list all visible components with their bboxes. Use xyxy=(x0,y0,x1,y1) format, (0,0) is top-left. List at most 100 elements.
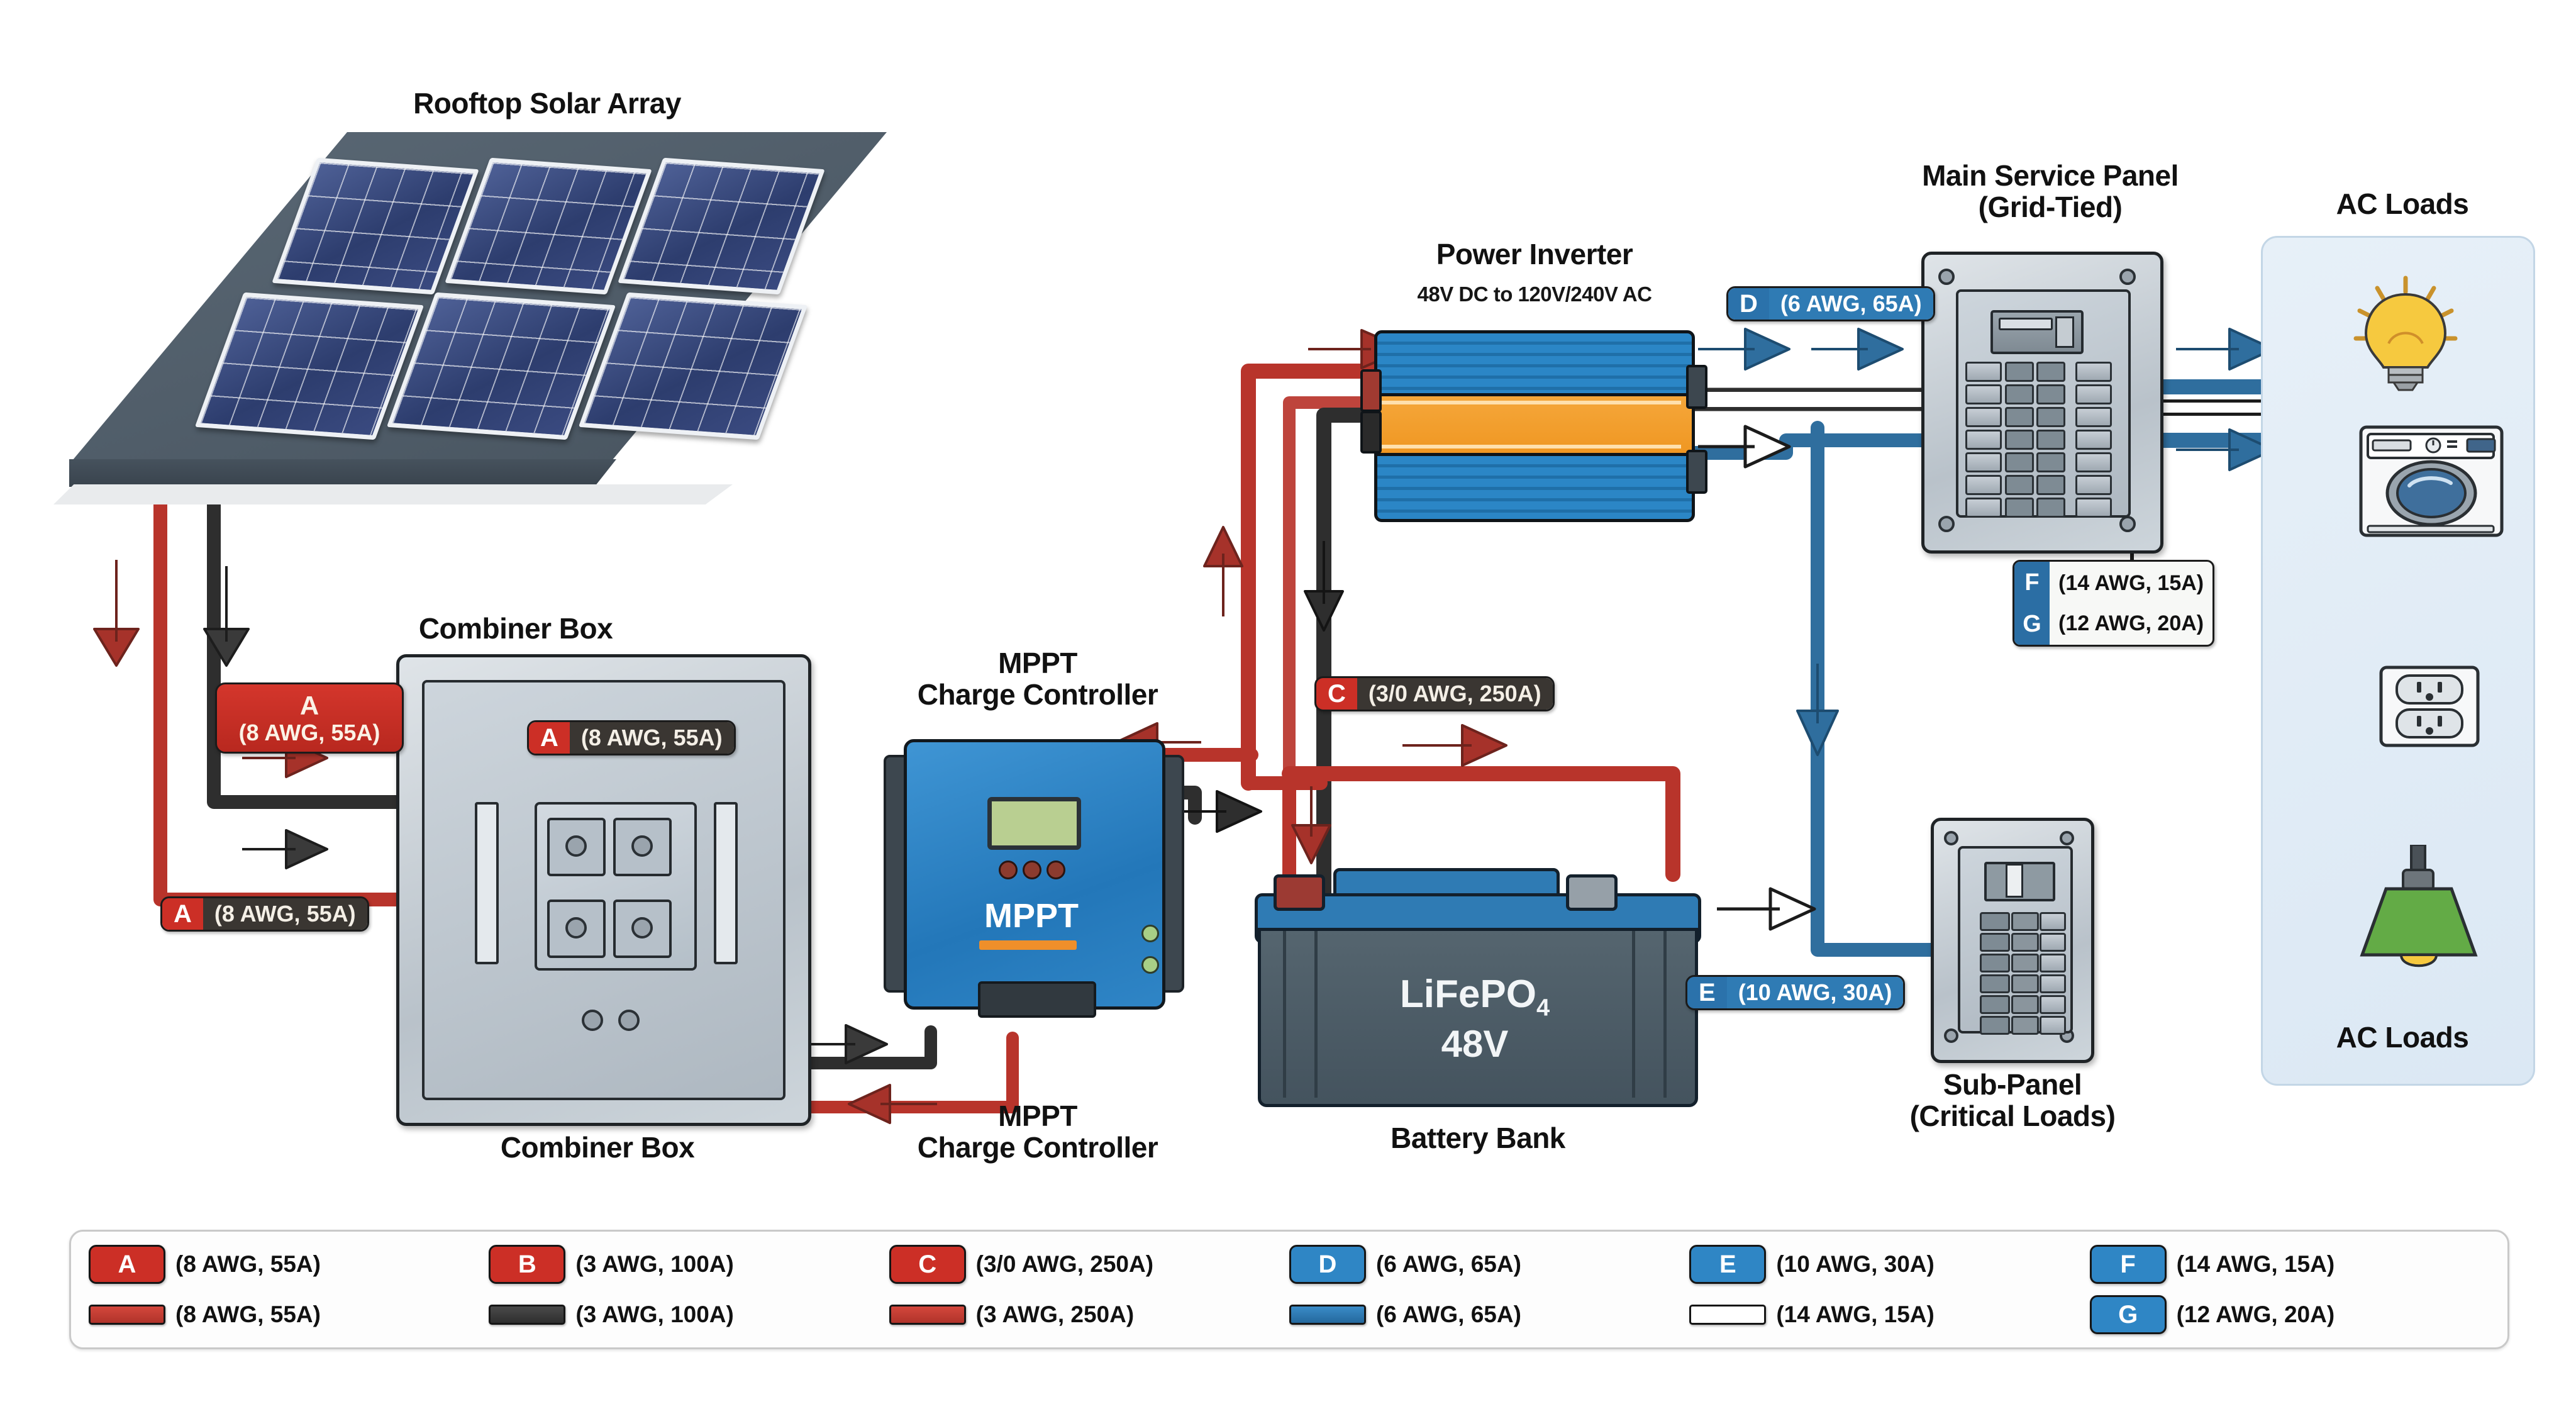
breaker-column xyxy=(1980,912,2010,1035)
battery-rib xyxy=(1632,931,1635,1098)
legend-row: A (8 AWG, 55A) xyxy=(89,1245,489,1284)
electrical-outlet-icon xyxy=(2379,666,2480,747)
sub-panel[interactable] xyxy=(1931,818,2094,1063)
battery-rib xyxy=(1314,931,1318,1098)
inverter-ac-output-port xyxy=(1686,365,1707,409)
legend-badge-c-text: (3/0 AWG, 250A) xyxy=(975,1251,1154,1277)
legend-swatch-d xyxy=(1289,1305,1366,1325)
callout-e-subpanel: E (10 AWG, 30A) xyxy=(1685,975,1906,1010)
callout-d-key: D xyxy=(1728,288,1769,320)
combiner-lug xyxy=(565,917,587,939)
mppt-status-led xyxy=(1141,925,1159,942)
legend-row: F (14 AWG, 15A) xyxy=(2089,1245,2490,1284)
main-breaker-toggle[interactable] xyxy=(1999,318,2053,330)
mppt-charge-controller[interactable]: MPPT xyxy=(884,739,1184,1018)
breaker-column xyxy=(2036,362,2065,518)
legend-row: (8 AWG, 55A) xyxy=(89,1296,489,1333)
mppt-led-indicator xyxy=(999,861,1018,879)
legend: A (8 AWG, 55A) (8 AWG, 55A) B (3 AWG, 10… xyxy=(69,1230,2509,1349)
solar-array xyxy=(53,132,887,510)
legend-column-e: E (10 AWG, 30A) (14 AWG, 15A) xyxy=(1689,1245,2089,1333)
battery-chemistry-label: LiFePO4 xyxy=(1255,972,1695,1022)
legend-badge-a: A xyxy=(89,1245,165,1284)
battery-bank-title: Battery Bank xyxy=(1391,1122,1565,1154)
legend-row: C (3/0 AWG, 250A) xyxy=(889,1245,1289,1284)
combiner-din-rail xyxy=(475,802,499,964)
inverter-dc-input-positive xyxy=(1360,369,1382,412)
legend-swatch-e xyxy=(1689,1305,1767,1325)
legend-swatch-a xyxy=(89,1305,165,1325)
battery-chem-subscript: 4 xyxy=(1536,994,1550,1022)
battery-voltage-label: 48V xyxy=(1441,1023,1509,1065)
light-bulb-icon xyxy=(2351,276,2461,392)
callout-a-big: A (8 AWG, 55A) xyxy=(215,682,404,754)
callout-c-value: (3/0 AWG, 250A) xyxy=(1357,678,1553,710)
callout-a-big-key: A xyxy=(299,691,319,720)
mppt-led-indicator xyxy=(1046,861,1065,879)
roof-edge xyxy=(69,459,616,487)
ac-loads-group xyxy=(2261,236,2535,1086)
callout-e-key: E xyxy=(1687,977,1727,1008)
legend-swatch-a-text: (8 AWG, 55A) xyxy=(175,1301,321,1327)
legend-row: E (10 AWG, 30A) xyxy=(1689,1245,2089,1284)
breaker-column xyxy=(2005,362,2034,518)
legend-badge-f: F xyxy=(2089,1245,2167,1284)
callout-d-inverter: D (6 AWG, 65A) xyxy=(1726,286,1935,321)
power-inverter[interactable] xyxy=(1360,330,1707,522)
panel-screw xyxy=(2060,831,2074,845)
legend-badge-d: D xyxy=(1289,1245,1366,1284)
battery-rib xyxy=(1663,931,1667,1098)
combiner-box-title-top: Combiner Box xyxy=(418,612,613,645)
combiner-lug xyxy=(631,835,653,857)
legend-badge-d-text: (6 AWG, 65A) xyxy=(1375,1251,1521,1277)
combiner-lug xyxy=(582,1010,603,1031)
main-panel-title: Main Service Panel (Grid-Tied) xyxy=(1922,159,2179,223)
main-breaker-handle[interactable] xyxy=(2055,316,2074,348)
inverter-face-accent xyxy=(1382,445,1681,448)
breaker-column xyxy=(2011,912,2039,1035)
inverter-ac-output-port xyxy=(1686,450,1707,494)
callout-a-left-key: A xyxy=(162,898,203,930)
legend-badge-a-text: (8 AWG, 55A) xyxy=(175,1251,321,1277)
legend-swatch-e-text: (14 AWG, 15A) xyxy=(1776,1301,1935,1327)
legend-badge-g: G xyxy=(2089,1295,2167,1334)
mppt-title-bottom: MPPT Charge Controller xyxy=(917,1100,1158,1164)
panel-screw xyxy=(1944,1028,1958,1043)
breaker-column xyxy=(1965,362,2002,518)
legend-badge-f-text: (14 AWG, 15A) xyxy=(2176,1251,2335,1277)
legend-row: (3 AWG, 250A) xyxy=(889,1296,1289,1333)
legend-swatch-b-text: (3 AWG, 100A) xyxy=(575,1301,734,1327)
callout-f-key: F xyxy=(2024,569,2040,596)
mppt-terminal-strip xyxy=(978,981,1096,1018)
mppt-accent-stripe xyxy=(979,940,1077,950)
panel-screw xyxy=(2119,269,2136,285)
legend-badge-b-text: (3 AWG, 100A) xyxy=(575,1251,734,1277)
legend-column-a: A (8 AWG, 55A) (8 AWG, 55A) xyxy=(89,1245,489,1333)
battery-rib xyxy=(1283,931,1286,1098)
battery-chem-text: LiFePO xyxy=(1399,972,1536,1016)
legend-row: D (6 AWG, 65A) xyxy=(1289,1245,1689,1284)
main-service-panel[interactable] xyxy=(1921,252,2163,554)
battery-body xyxy=(1258,928,1698,1107)
callout-d-value: (6 AWG, 65A) xyxy=(1768,288,1933,320)
ac-loads-title-top: AC Loads xyxy=(2336,187,2469,220)
legend-column-fg: F (14 AWG, 15A) G (12 AWG, 20A) xyxy=(2089,1245,2490,1334)
legend-row: (6 AWG, 65A) xyxy=(1289,1296,1689,1333)
wire-main-to-subpanel xyxy=(1811,421,1938,957)
legend-column-b: B (3 AWG, 100A) (3 AWG, 100A) xyxy=(489,1245,889,1333)
breaker-column xyxy=(2040,912,2066,1035)
sub-panel-main-toggle[interactable] xyxy=(2006,864,2023,898)
callout-e-value: (10 AWG, 30A) xyxy=(1726,977,1904,1008)
combiner-lug xyxy=(631,917,653,939)
callout-fg-values: (14 AWG, 15A) (12 AWG, 20A) xyxy=(2050,562,2212,645)
legend-row: G (12 AWG, 20A) xyxy=(2089,1295,2490,1334)
inverter-dc-input-negative xyxy=(1360,411,1382,454)
callout-a-big-value: (8 AWG, 55A) xyxy=(238,720,380,746)
breaker-column xyxy=(2075,362,2112,518)
battery-bank[interactable]: LiFePO4 48V xyxy=(1255,868,1701,1107)
combiner-lug xyxy=(618,1010,640,1031)
legend-badge-b: B xyxy=(489,1245,566,1284)
callout-fg-main: F G (14 AWG, 15A) (12 AWG, 20A) xyxy=(2012,560,2215,647)
legend-row: B (3 AWG, 100A) xyxy=(489,1245,889,1284)
sub-panel-title: Sub-Panel (Critical Loads) xyxy=(1909,1068,2116,1132)
